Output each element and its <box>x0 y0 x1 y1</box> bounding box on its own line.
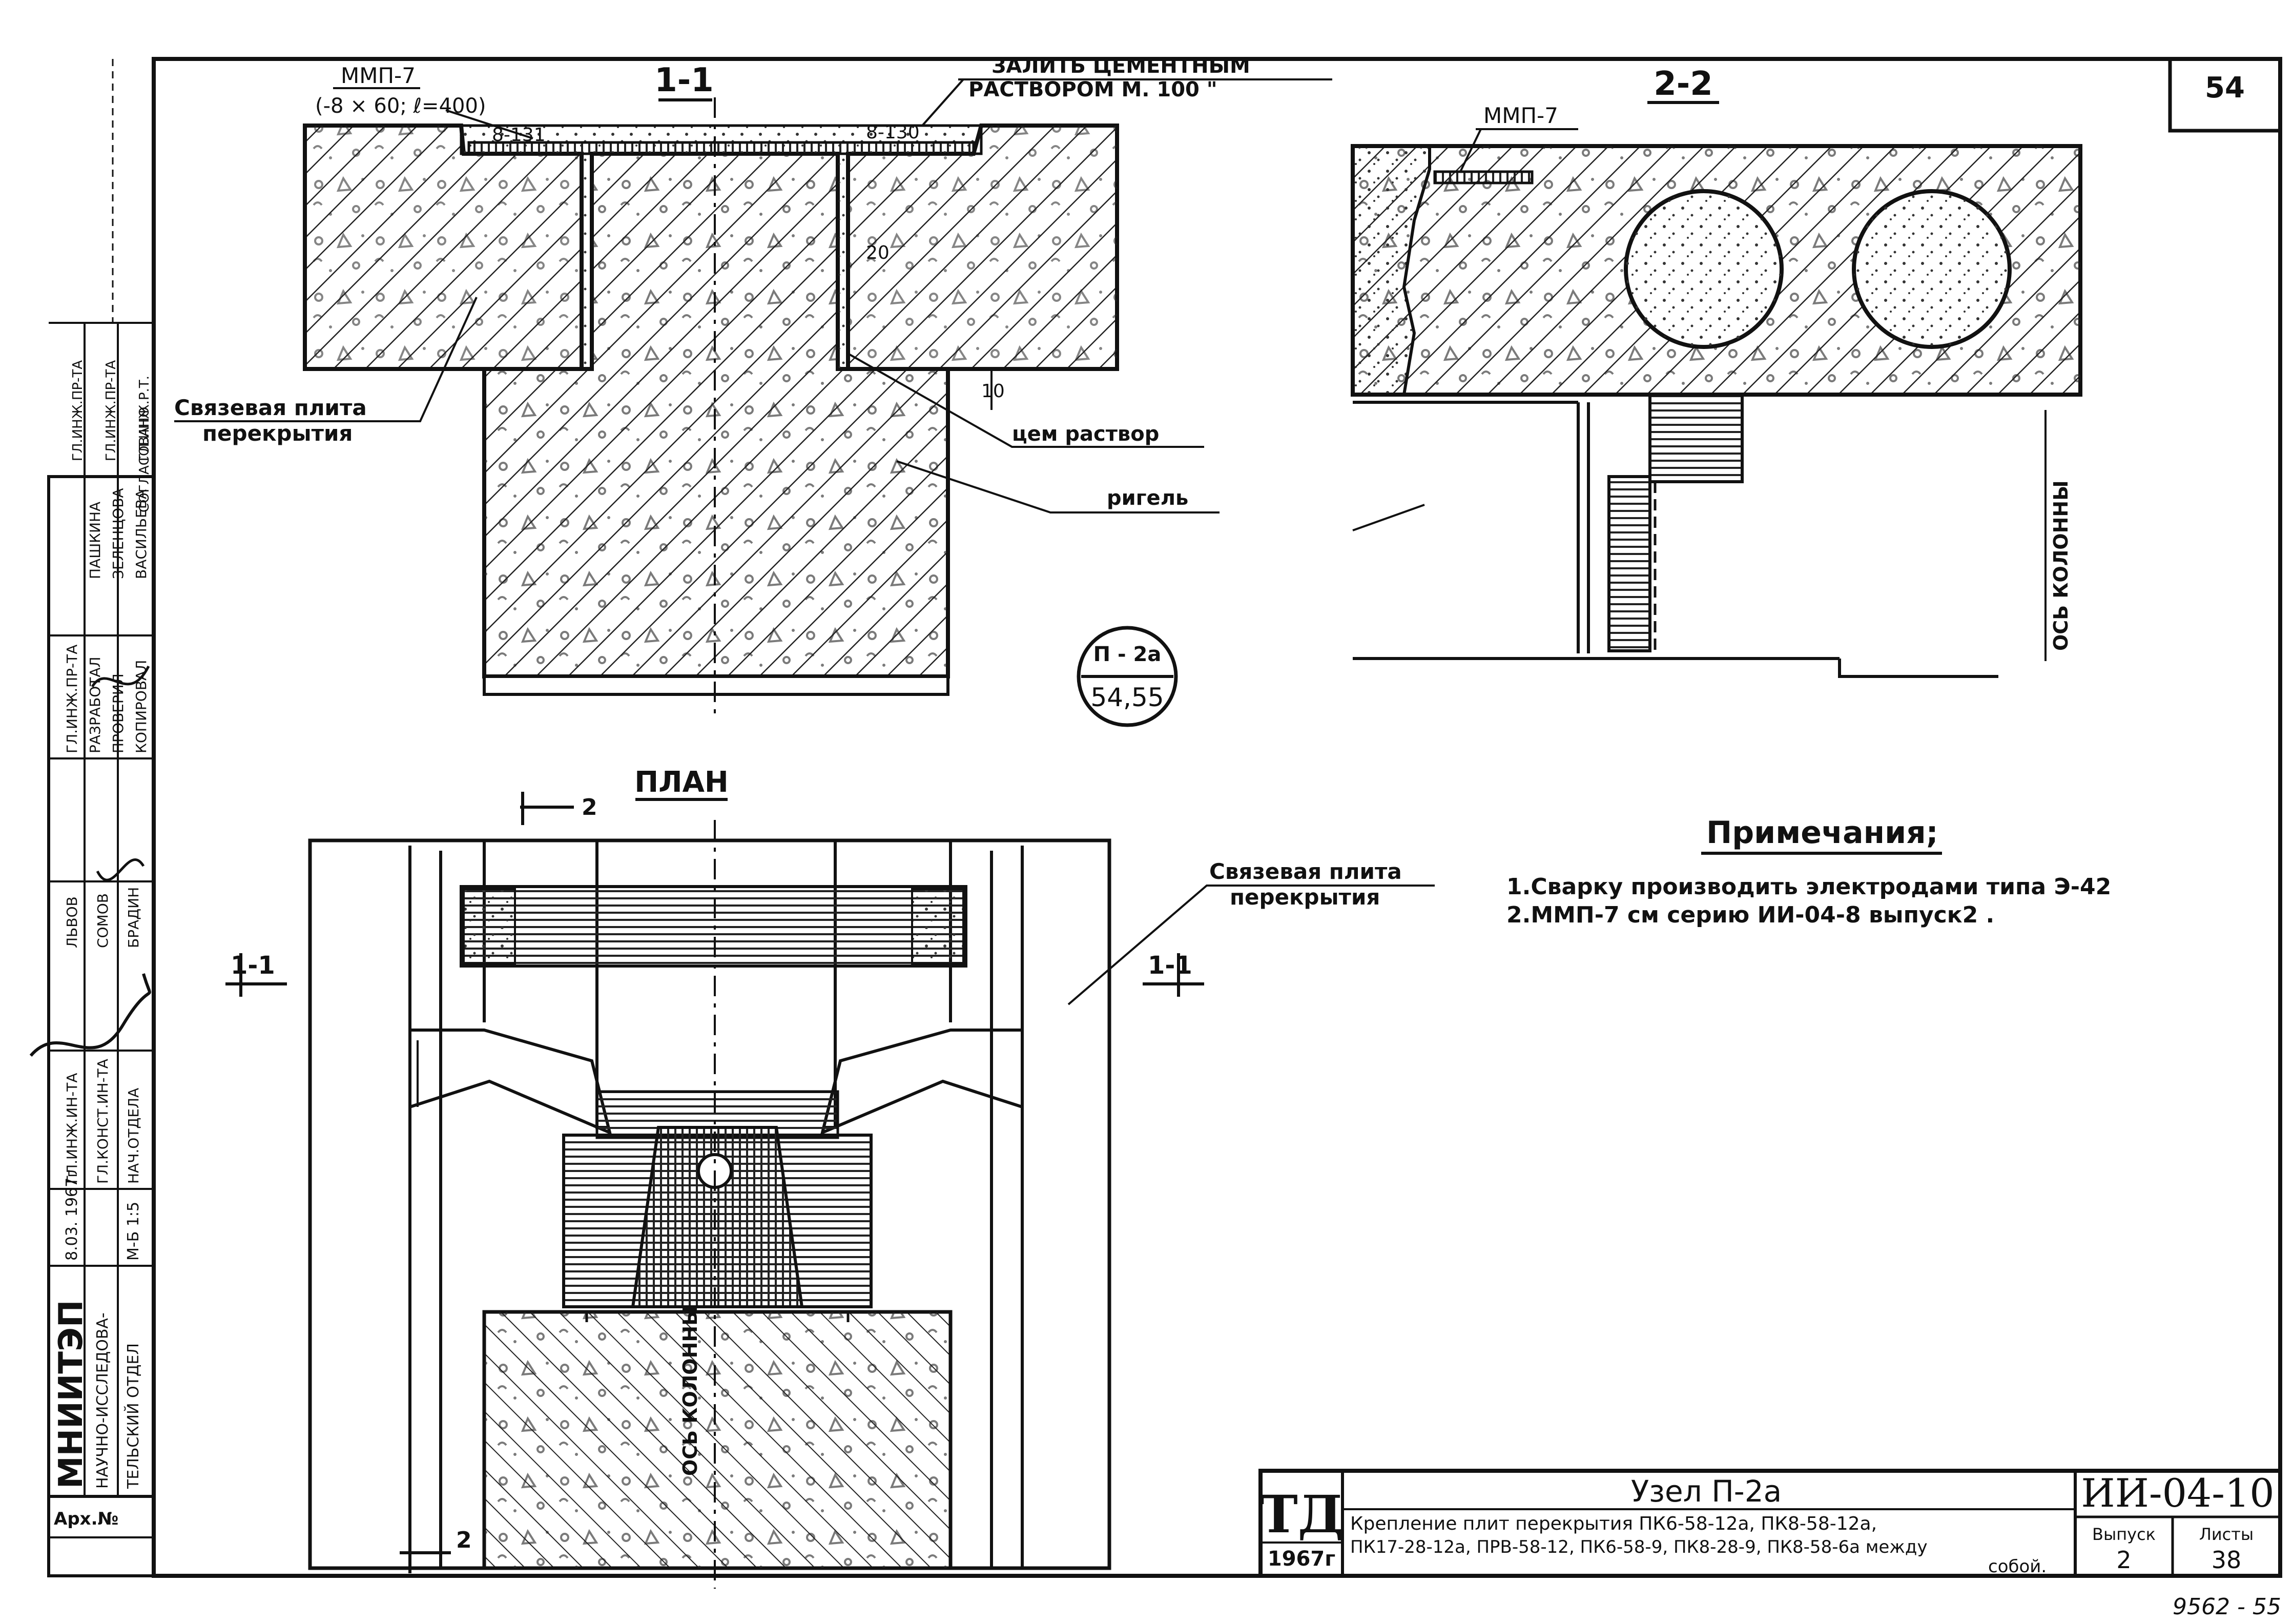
ммп-plate <box>467 141 975 155</box>
stamp-role7: КОПИРОВАЛ <box>133 660 150 753</box>
label-slab-line2: перекрытия <box>202 421 353 446</box>
tb-year: 1967г <box>1268 1547 1335 1571</box>
weld-left: 8-131 <box>492 125 546 146</box>
mortar-joint-left <box>581 153 593 370</box>
notes-title: Примечания; <box>1706 815 1938 851</box>
stamp-org1: МНИИТЭП <box>52 1300 90 1489</box>
plan-view: ПЛАН ОСЬ КОЛОННЫ 1-1 <box>225 766 1435 1589</box>
stamp-org2: НАУЧНО-ИССЛЕДОВА- <box>94 1312 112 1489</box>
section-2-2: 2-2 ММП-7 ОСЬ КОЛОННЫ <box>1351 65 2082 678</box>
stamp-side-role1: ГЛ.ИНЖ.ПР-ТА <box>70 360 86 461</box>
plan-mark-right: 1-1 <box>1148 951 1192 980</box>
stamp-role6: ПРОВЕРИЛ <box>110 673 127 753</box>
side-stamp: МНИИТЭП НАУЧНО-ИССЛЕДОВА- ТЕЛЬСКИЙ ОТДЕЛ… <box>29 59 155 1577</box>
label-grout-line1: ЗАЛИТЬ ЦЕМЕНТНЫМ <box>991 54 1250 78</box>
stamp-role1: ГЛ.ИНЖ.ИН-ТА <box>64 1073 80 1184</box>
label-slab-line1: Связевая плита <box>174 395 367 420</box>
label-mortar: цем раствор <box>1012 422 1159 446</box>
section-2-2-label-axis: ОСЬ КОЛОННЫ <box>2050 480 2072 651</box>
label-grout-line2: РАСТВОРОМ М. 100 " <box>968 78 1217 101</box>
tb-desc2: ПК17-28-12а, ПРВ-58-12, ПК6-58-9, ПК8-28… <box>1350 1537 1928 1557</box>
stamp-role5: РАЗРАБОТАЛ <box>87 656 104 753</box>
notes: Примечания; 1.Сварку производить электро… <box>1506 815 2111 928</box>
node-callout: П - 2а 54,55 <box>1077 626 1178 727</box>
stamp-approved: СОГЛАСОВАНО <box>137 407 152 512</box>
label-plate: ММП-7 <box>341 63 416 88</box>
notes-line2: 2.ММП-7 см серию ИИ-04-8 выпуск2 . <box>1506 902 1994 928</box>
label-girder: ригель <box>1107 486 1188 510</box>
tb-title: Узел П-2а <box>1631 1474 1782 1509</box>
section-2-2-weld-block <box>1648 393 1744 483</box>
stamp-scale: М-Б 1:5 <box>125 1202 142 1261</box>
page-number-box <box>2168 57 2282 133</box>
stamp-role3: НАЧ.ОТДЕЛА <box>125 1088 142 1184</box>
stamp-name2: СОМОВ <box>94 893 111 948</box>
stamp-name6: ВАСИЛЬЕВА <box>133 489 150 579</box>
stamp-side-role2: ГЛ.ИНЖ.ПР-ТА <box>104 360 119 461</box>
plan-label-slab-line2: перекрытия <box>1230 885 1380 910</box>
mortar-joint-right <box>837 153 849 370</box>
tb-sheet-label: Листы <box>2199 1525 2254 1544</box>
tb-sheet-value: 38 <box>2212 1546 2242 1574</box>
section-1-1: 1-1 ММП-7 (-8 × 60; ℓ=400) ЗАЛИТЬ ЦЕМЕНТ… <box>174 54 1332 717</box>
callout-top: П - 2а <box>1093 643 1162 666</box>
stamp-name3: БРАДИН <box>125 887 142 948</box>
bottom-mark: 9562 - 55 <box>2173 1594 2281 1620</box>
section-1-1-title: 1-1 <box>654 61 714 99</box>
plan-label-axis: ОСЬ КОЛОННЫ <box>679 1305 701 1476</box>
stamp-side-role3: ГЛ.ИНЖ.Р.Т. <box>137 376 152 461</box>
tb-issue-value: 2 <box>2116 1546 2131 1574</box>
stamp-role2: ГЛ.КОНСТ.ИН-ТА <box>94 1059 111 1184</box>
stamp-name1: ЛЬВОВ <box>64 896 80 948</box>
stamp-name4: ПАШКИНА <box>87 502 104 579</box>
callout-bottom: 54,55 <box>1090 683 1164 712</box>
notes-line1: 1.Сварку производить электродами типа Э-… <box>1506 874 2111 900</box>
plan-mark-2-bottom: 2 <box>456 1527 472 1553</box>
plan-title: ПЛАН <box>634 766 729 799</box>
title-block: ТД 1967г Узел П-2а Крепление плит перекр… <box>1258 1469 2282 1578</box>
tb-code: ИИ-04-10 <box>2081 1470 2274 1516</box>
plan-plate <box>460 885 967 968</box>
stamp-org3: ТЕЛЬСКИЙ ОТДЕЛ <box>124 1343 142 1489</box>
tb-desc1: Крепление плит перекрытия ПК6-58-12а, ПК… <box>1350 1513 1877 1534</box>
tb-issue-label: Выпуск <box>2092 1525 2156 1544</box>
plan-label-slab-line1: Связевая плита <box>1209 859 1402 884</box>
plan-mark-2-top: 2 <box>582 794 597 820</box>
weld-right: 8-130 <box>866 122 920 143</box>
plan-mark-left: 1-1 <box>231 951 275 980</box>
dim-10: 10 <box>981 381 1005 402</box>
section-2-2-label-plate: ММП-7 <box>1483 103 1558 128</box>
stamp-name5: ЗЕЛЕНЦОВА <box>110 488 127 579</box>
stamp-archive: Арх.№ <box>54 1509 118 1529</box>
signature-3 <box>91 665 150 688</box>
page-number: 54 <box>2205 71 2245 105</box>
section-2-2-plate <box>1433 170 1534 184</box>
stamp-date: 8.03. 1967г <box>63 1169 81 1261</box>
signature-1 <box>29 973 151 1057</box>
tb-logo: ТД <box>1259 1484 1343 1545</box>
tb-desc3: собой. <box>1988 1556 2047 1577</box>
dim-20: 20 <box>866 242 890 263</box>
signature-2 <box>96 858 145 881</box>
stamp-role4: ГЛ.ИНЖ.ПР-ТА <box>64 645 80 753</box>
section-2-2-title: 2-2 <box>1654 65 1713 103</box>
